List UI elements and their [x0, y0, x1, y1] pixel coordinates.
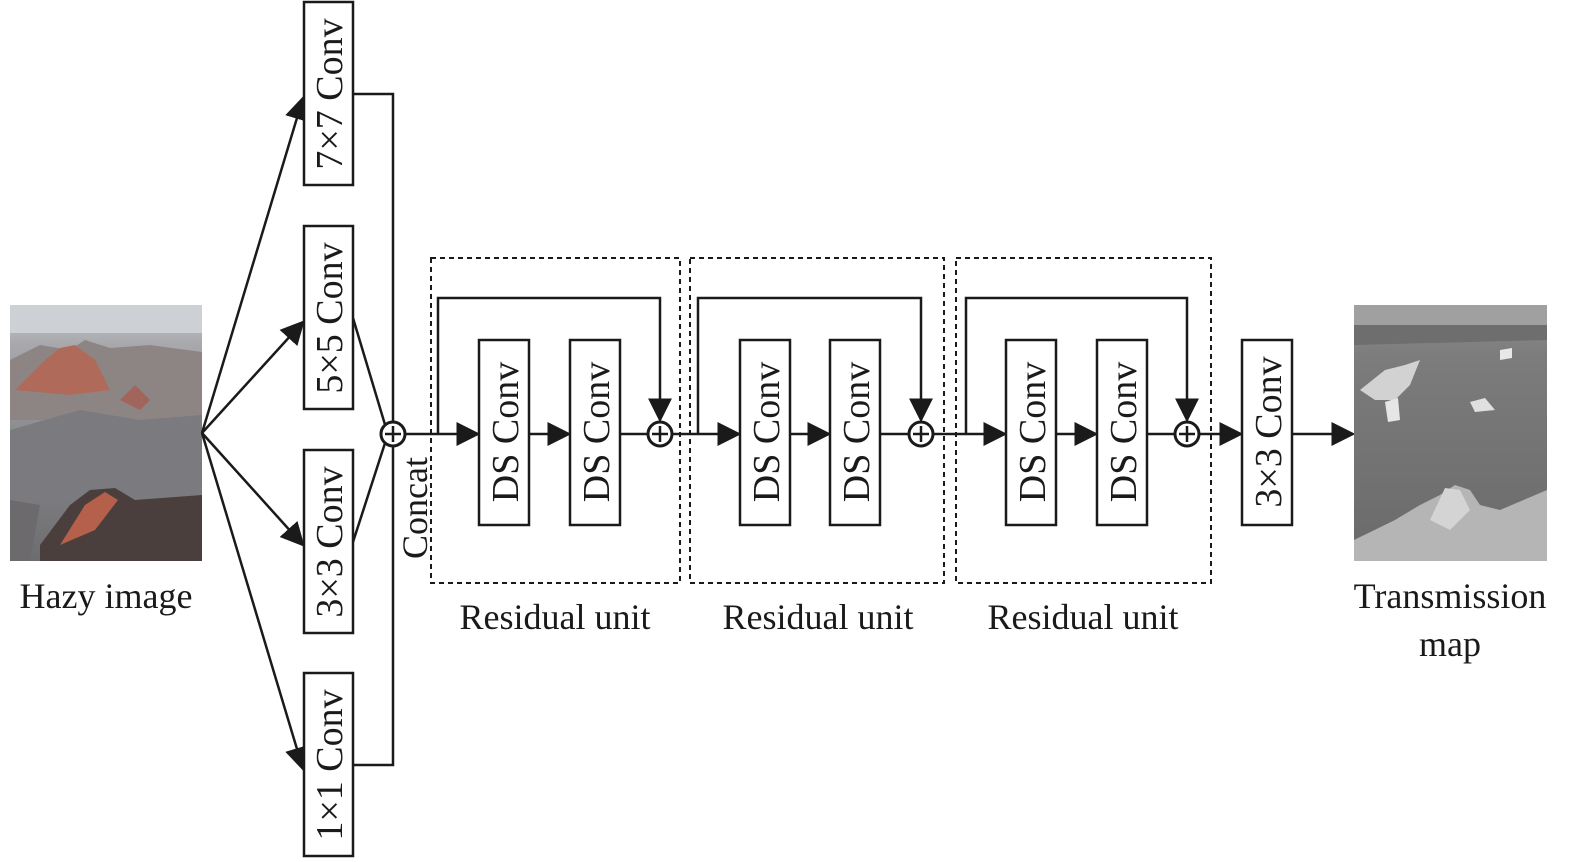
concat-add-icon	[379, 420, 407, 448]
ds-conv-3b-label: DS Conv	[1103, 362, 1145, 502]
residual-unit-3-caption: Residual unit	[988, 597, 1179, 637]
ds-conv-2a-label: DS Conv	[746, 362, 788, 502]
branch-conv-7x7: 7×7 Conv	[302, 0, 355, 187]
ds-conv-1b-label: DS Conv	[576, 362, 618, 502]
branch-conv-3x3-label: 3×3 Conv	[309, 466, 351, 617]
ds-conv-2b-label: DS Conv	[836, 362, 878, 502]
branch-conv-7x7-label: 7×7 Conv	[309, 18, 351, 169]
residual-add-icon-1	[646, 420, 674, 448]
branch-conv-5x5-label: 5×5 Conv	[309, 242, 351, 393]
concat-label: Concat	[395, 457, 435, 559]
residual-add-icon-3	[1173, 420, 1201, 448]
branch-conv-5x5: 5×5 Conv	[302, 224, 355, 411]
residual-add-icon-2	[907, 420, 935, 448]
final-conv-3x3: 3×3 Conv	[1199, 338, 1356, 527]
ds-conv-1a-label: DS Conv	[485, 362, 527, 502]
ds-conv-3a-label: DS Conv	[1012, 362, 1054, 502]
final-conv-3x3-label: 3×3 Conv	[1248, 356, 1290, 507]
hazy-image-caption: Hazy image	[20, 576, 193, 616]
branch-conv-3x3: 3×3 Conv	[302, 448, 355, 635]
fanout-arrows	[200, 95, 309, 772]
branch-conv-1x1: 1×1 Conv	[302, 671, 355, 858]
residual-unit-1: DS Conv DS Conv	[405, 257, 681, 584]
residual-unit-2: DS Conv DS Conv	[672, 257, 945, 584]
transmission-map-caption-line1: Transmission	[1354, 576, 1547, 616]
hazy-image	[10, 305, 202, 561]
residual-unit-3: DS Conv DS Conv	[933, 257, 1212, 584]
merge-wires	[351, 92, 395, 767]
transmission-map-caption-line2: map	[1419, 624, 1481, 664]
residual-unit-1-caption: Residual unit	[460, 597, 651, 637]
residual-unit-2-caption: Residual unit	[723, 597, 914, 637]
transmission-map-image	[1354, 305, 1547, 561]
branch-conv-1x1-label: 1×1 Conv	[309, 689, 351, 840]
